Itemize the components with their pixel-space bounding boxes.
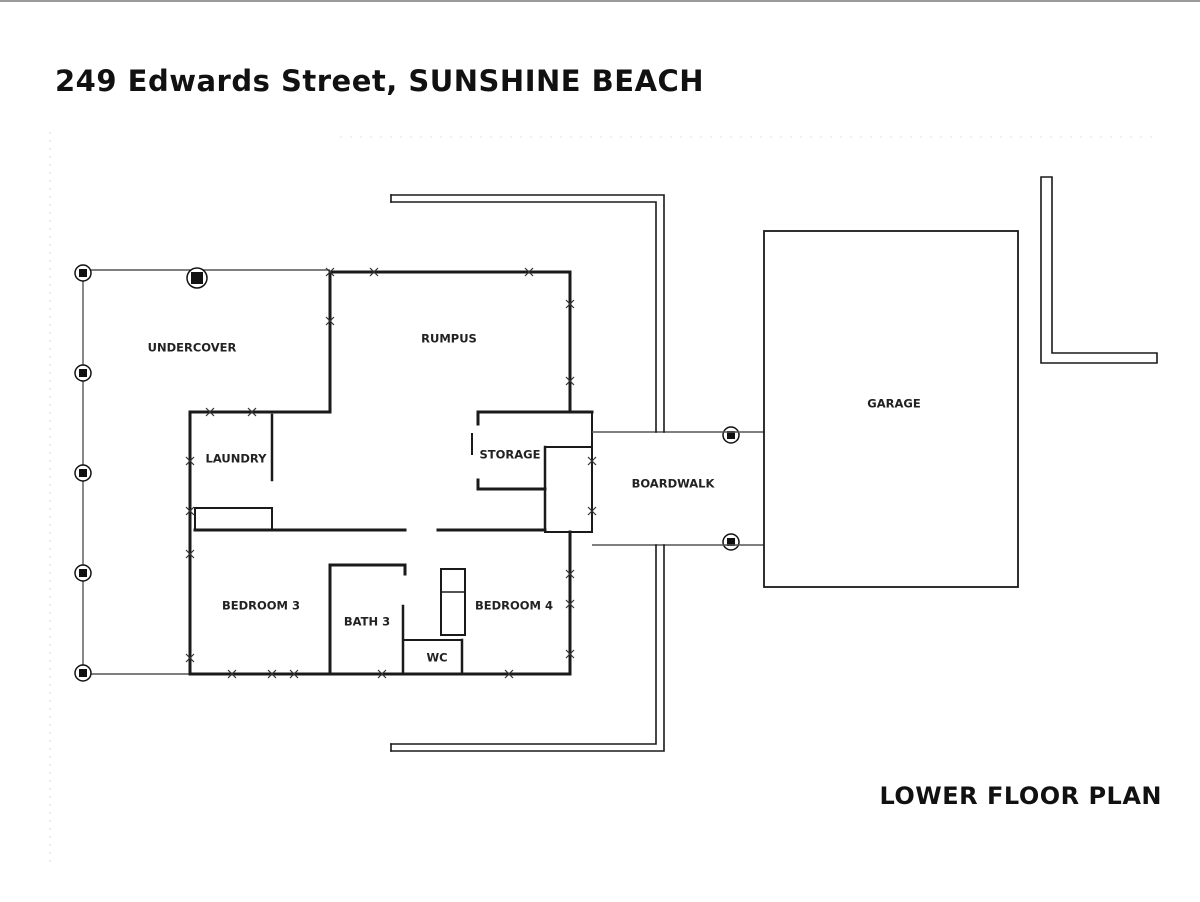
- room-label-bedroom-4: BEDROOM 4: [475, 599, 553, 613]
- posts: [74, 264, 740, 682]
- room-label-garage: GARAGE: [867, 397, 921, 411]
- post-marker: [74, 464, 92, 482]
- room-label-bath-3: BATH 3: [344, 615, 390, 629]
- house-walls: [188, 270, 594, 676]
- room-label-storage: STORAGE: [480, 448, 541, 462]
- room-label-laundry: LAUNDRY: [206, 452, 268, 466]
- plan-title: LOWER FLOOR PLAN: [879, 782, 1162, 810]
- window-marks: [185, 267, 597, 679]
- property-address-title: 249 Edwards Street, SUNSHINE BEACH: [55, 64, 705, 98]
- boardwalk-outline: [592, 431, 764, 546]
- room-label-rumpus: RUMPUS: [421, 332, 477, 346]
- post-marker: [74, 364, 92, 382]
- post-marker: [722, 533, 740, 551]
- room-label-boardwalk: BOARDWALK: [632, 477, 716, 491]
- scan-margin-marks: [49, 132, 1160, 862]
- post-marker: [722, 426, 740, 444]
- room-label-undercover: UNDERCOVER: [148, 341, 237, 355]
- post-marker: [74, 564, 92, 582]
- l-shaped-wall: [1040, 176, 1158, 364]
- undercover-outline: [82, 269, 330, 675]
- room-label-bedroom-3: BEDROOM 3: [222, 599, 300, 613]
- post-marker: [74, 264, 92, 282]
- room-labels: UNDERCOVER RUMPUS LAUNDRY STORAGE BOARDW…: [148, 332, 921, 665]
- post-marker: [186, 267, 208, 289]
- garage-outline: [763, 230, 1019, 588]
- room-label-wc: WC: [426, 651, 447, 665]
- post-marker: [74, 664, 92, 682]
- deck-retaining-wall: [390, 194, 665, 752]
